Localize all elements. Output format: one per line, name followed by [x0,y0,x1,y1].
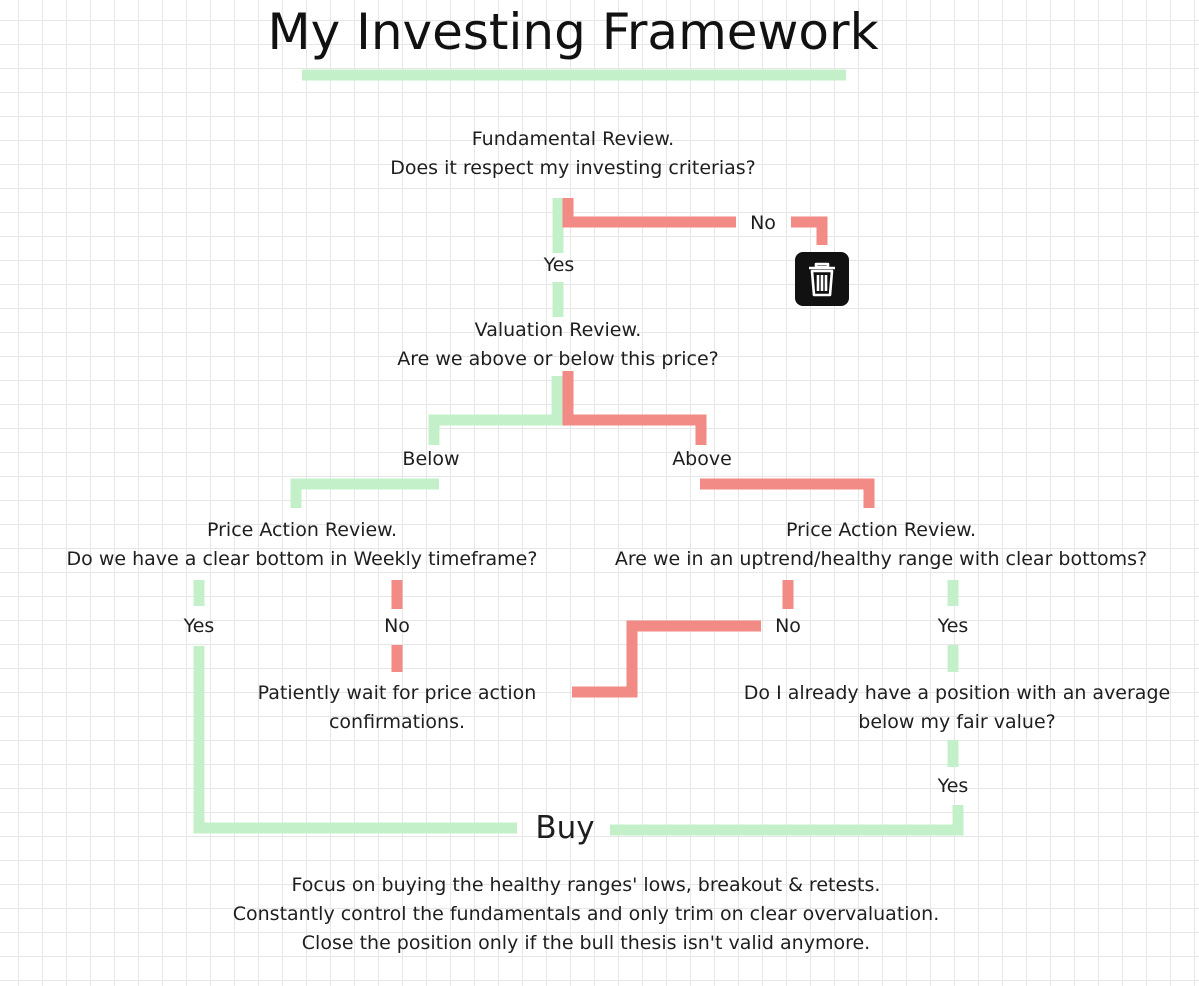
node-wait-line2: confirmations. [328,711,466,733]
node-wait: Patiently wait for price action confirma… [247,679,547,737]
node-valuation-title: Valuation Review. [474,319,642,341]
connector-no-to-trash [791,216,828,245]
node-price-action-right: Price Action Review. Are we in an uptren… [611,516,1151,574]
edge-label-pa-right-no: No [775,615,801,637]
connector-valuation-above [562,371,707,445]
edge-label-fundamental-yes: Yes [543,254,575,276]
edge-label-pa-right-yes: Yes [937,615,969,637]
node-price-action-left: Price Action Review. Do we have a clear … [46,516,558,574]
summary-line-1: Focus on buying the healthy ranges' lows… [291,874,881,896]
node-position-line1: Do I already have a position with an ave… [743,682,1171,704]
node-fundamental-question: Does it respect my investing criterias? [390,157,756,179]
node-valuation-question: Are we above or below this price? [397,348,719,370]
node-valuation-review: Valuation Review. Are we above or below … [358,316,758,374]
connector-valuation-below [428,376,563,445]
edge-label-position-yes: Yes [937,775,969,797]
connector-below-to-pa-left [290,478,439,508]
summary-line-2: Constantly control the fundamentals and … [232,903,940,925]
edge-label-below: Below [402,448,460,470]
node-position-check: Do I already have a position with an ave… [737,679,1177,737]
edge-label-pa-left-yes: Yes [183,615,215,637]
connector-fundamental-no [562,198,736,228]
connector-pa-left-yes-to-buy [193,646,517,834]
connector-pa-right-no-to-wait [572,620,761,698]
node-position-line2: below my fair value? [858,711,1056,733]
node-fundamental-title: Fundamental Review. [471,128,675,150]
node-fundamental-review: Fundamental Review. Does it respect my i… [373,125,773,183]
summary-line-3: Close the position only if the bull thes… [301,932,871,954]
connector-position-yes-to-buy [610,805,964,836]
summary-notes: Focus on buying the healthy ranges' lows… [186,871,986,958]
node-buy: Buy [535,810,595,846]
node-pa-left-title: Price Action Review. [206,519,398,541]
node-pa-right-title: Price Action Review. [785,519,977,541]
edge-label-fundamental-no: No [750,212,776,234]
edge-label-pa-left-no: No [384,615,410,637]
trash-icon [795,252,849,306]
node-pa-right-question: Are we in an uptrend/healthy range with … [614,548,1148,570]
node-wait-line1: Patiently wait for price action [257,682,537,704]
node-pa-left-question: Do we have a clear bottom in Weekly time… [66,548,538,570]
page-title: My Investing Framework [267,3,879,61]
edge-label-above: Above [672,448,732,470]
connector-above-to-pa-right [700,478,875,508]
